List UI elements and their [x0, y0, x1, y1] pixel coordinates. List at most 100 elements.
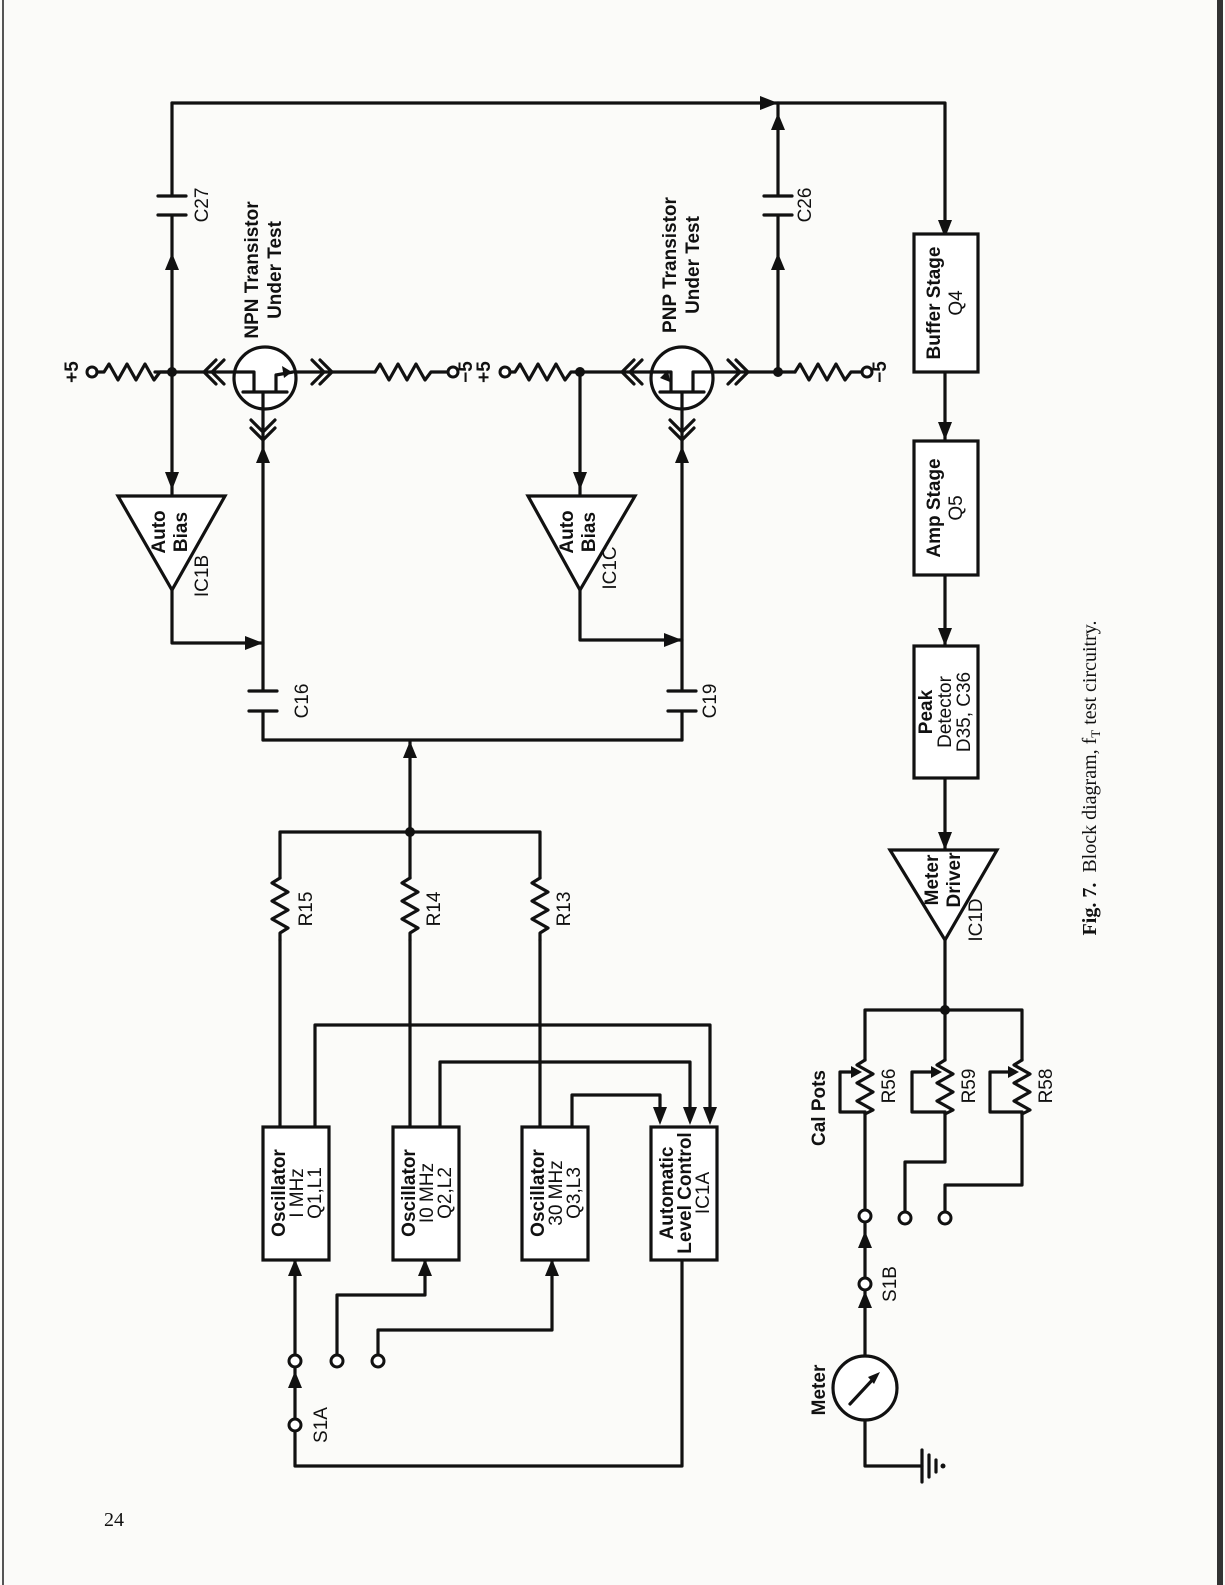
- arrow-down-icon: [703, 1107, 717, 1125]
- svg-text:C16: C16: [292, 684, 313, 719]
- svg-text:R59: R59: [959, 1069, 980, 1104]
- alc-loop-3: [570, 1093, 662, 1130]
- s1a-terminal-10mhz[interactable]: [329, 1353, 345, 1369]
- arrow-up-icon: [165, 253, 179, 270]
- coupling-bus-wire: [261, 738, 684, 834]
- svg-text:Buffer Stage: Buffer Stage: [924, 247, 945, 360]
- figure-caption-subscript: T: [1088, 730, 1103, 738]
- cal-pots-lower-wire: [863, 1110, 1024, 1214]
- svg-text:Q4: Q4: [946, 290, 967, 316]
- meter-driver-amp-ic1d: Meter Driver IC1D: [887, 848, 1000, 944]
- arrow-down-icon: [938, 628, 952, 646]
- figure-caption-tail: test circuitry.: [1079, 621, 1101, 730]
- supply-resistor-pnp-plus: +5: [474, 361, 582, 383]
- resistor-r14: R14: [400, 876, 445, 942]
- arrow-right-icon: [245, 636, 263, 650]
- svg-text:Automatic: Automatic: [657, 1146, 678, 1239]
- svg-text:R14: R14: [424, 891, 445, 926]
- arrow-up-icon: [403, 741, 417, 758]
- s1a-terminal-30mhz[interactable]: [370, 1353, 386, 1369]
- arrow-right-icon: [760, 96, 778, 110]
- arrow-up-icon: [771, 113, 785, 130]
- arrow-down-icon: [938, 422, 952, 440]
- svg-text:Driver: Driver: [944, 852, 965, 908]
- svg-text:IC1D: IC1D: [966, 898, 987, 941]
- figure-caption: Fig. 7. Block diagram, fT test circuitry…: [1079, 621, 1103, 936]
- supply-resistor-npn-minus: −5: [373, 361, 477, 383]
- arrow-down-icon: [165, 472, 179, 490]
- cal-pots-bus-wire: [863, 1008, 1024, 1062]
- svg-text:R15: R15: [296, 892, 317, 927]
- svg-text:I MHz: I MHz: [287, 1168, 308, 1218]
- svg-text:R13: R13: [554, 892, 575, 927]
- svg-text:Amp Stage: Amp Stage: [924, 458, 945, 557]
- capacitor-c19: C19: [666, 684, 721, 719]
- oscillator-30mhz-block: Oscillator 30 MHz Q3,L3: [520, 1125, 590, 1262]
- svg-text:Q3,L3: Q3,L3: [564, 1167, 585, 1219]
- resistor-r13: R13: [530, 876, 575, 942]
- svg-text:C19: C19: [700, 684, 721, 719]
- capacitor-c26: C26: [762, 188, 816, 223]
- buffer-stage-block: Buffer Stage Q4: [912, 232, 980, 374]
- amp-stage-block: Amp Stage Q5: [912, 439, 980, 577]
- svg-text:Oscillator: Oscillator: [399, 1149, 420, 1237]
- npn-transistor-sublabel: Under Test: [265, 220, 286, 319]
- s1a-label: S1A: [311, 1407, 332, 1443]
- peak-detector-block: Peak Detector D35, C36: [912, 644, 980, 780]
- osc2-select-wire: [335, 1258, 427, 1357]
- meter-label: Meter: [809, 1364, 830, 1415]
- s1b-common-terminal[interactable]: [857, 1276, 873, 1292]
- junction-dot: [773, 367, 783, 377]
- svg-text:−5: −5: [456, 361, 477, 383]
- oscillator-1mhz-block: Oscillator I MHz Q1,L1: [261, 1125, 331, 1262]
- pnp-transistor: [620, 345, 750, 442]
- ground-icon: [920, 1448, 946, 1484]
- auto-bias-amp-ic1c: Auto Bias IC1C: [525, 494, 638, 594]
- s1a-common-terminal[interactable]: [287, 1417, 303, 1433]
- arrow-down-icon: [573, 472, 587, 490]
- svg-text:−5: −5: [870, 361, 891, 383]
- s1b-terminal-r59[interactable]: [897, 1210, 913, 1226]
- capacitor-c27: C27: [156, 188, 213, 223]
- meter-icon: [831, 1354, 899, 1422]
- svg-text:Bias: Bias: [171, 512, 192, 552]
- arrow-up-icon: [256, 446, 270, 463]
- osc3-select-wire: [376, 1258, 554, 1357]
- svg-text:+5: +5: [474, 361, 495, 383]
- svg-text:30 MHz: 30 MHz: [546, 1160, 567, 1225]
- svg-text:Bias: Bias: [579, 512, 600, 552]
- s1a-wire: [293, 1258, 684, 1468]
- svg-text:Auto: Auto: [149, 510, 170, 553]
- svg-text:Oscillator: Oscillator: [269, 1149, 290, 1237]
- pnp-transistor-sublabel: Under Test: [683, 215, 704, 314]
- svg-text:+5: +5: [62, 361, 83, 383]
- svg-text:Q5: Q5: [946, 495, 967, 520]
- cal-pot-r59[interactable]: R59: [910, 1058, 980, 1116]
- cal-pots-label: Cal Pots: [809, 1070, 830, 1146]
- arrow-down-icon: [938, 832, 952, 850]
- cal-pot-r58[interactable]: R58: [988, 1058, 1057, 1116]
- arrow-right-icon: [664, 633, 682, 647]
- svg-text:Meter: Meter: [922, 854, 943, 905]
- s1b-terminal-r56[interactable]: [857, 1208, 873, 1224]
- cal-pot-r56[interactable]: R56: [838, 1058, 900, 1116]
- meter-ground-wire: [863, 1418, 924, 1468]
- npn-transistor: [202, 345, 334, 442]
- alc-loop-1: [313, 1023, 712, 1130]
- s1b-label: S1B: [880, 1266, 901, 1302]
- alc-loop-2: [438, 1060, 692, 1130]
- automatic-level-control-block: Automatic Level Control IC1A: [649, 1125, 719, 1262]
- top-bus-wire: [170, 101, 947, 234]
- s1a-terminal-1mhz[interactable]: [287, 1353, 303, 1369]
- s1b-terminal-r58[interactable]: [937, 1210, 953, 1226]
- svg-text:C26: C26: [795, 188, 816, 223]
- svg-text:C27: C27: [192, 188, 213, 223]
- figure-caption-body: Block diagram, f: [1079, 737, 1101, 872]
- arrow-up-icon: [858, 1291, 872, 1308]
- svg-text:IC1C: IC1C: [600, 546, 621, 589]
- svg-text:I0 MHz: I0 MHz: [417, 1163, 438, 1223]
- svg-text:Peak: Peak: [916, 689, 937, 734]
- svg-text:Oscillator: Oscillator: [528, 1149, 549, 1237]
